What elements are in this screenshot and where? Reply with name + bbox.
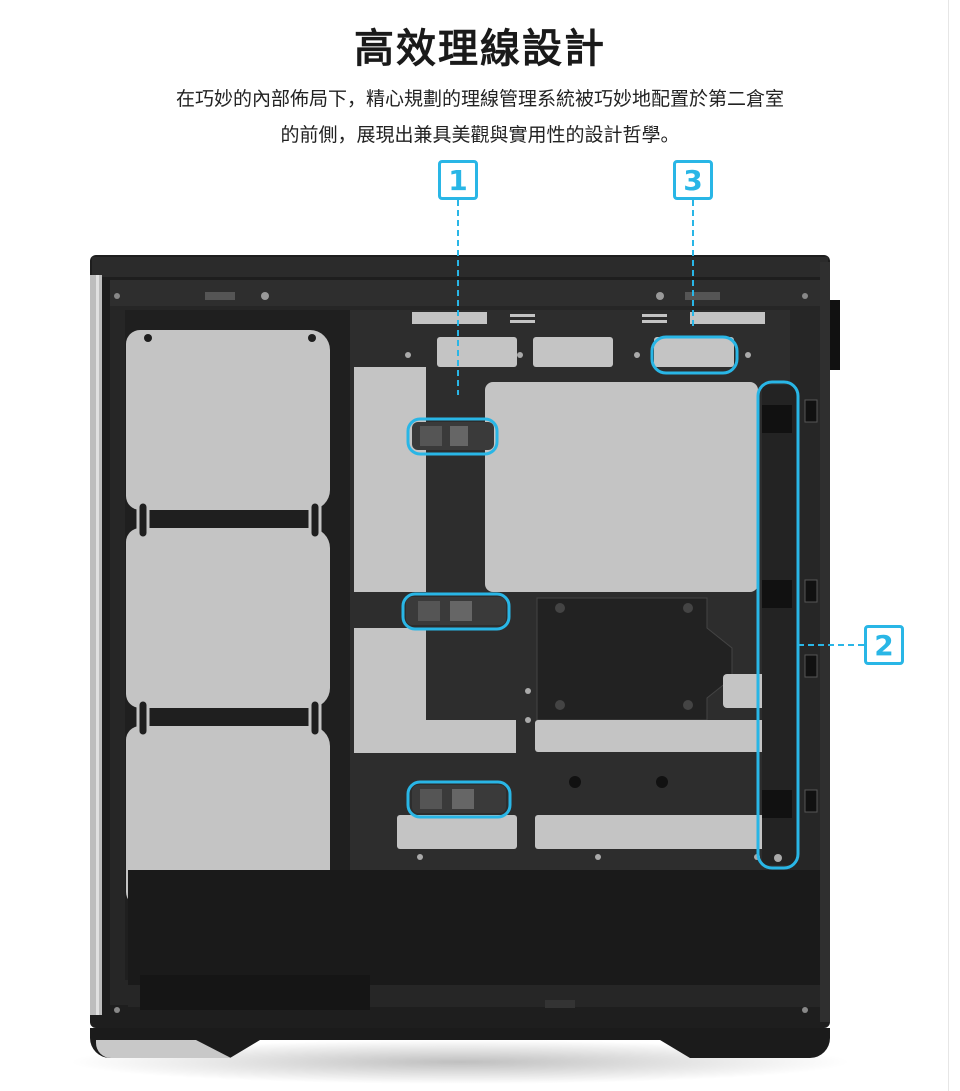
callout-1-badge: 1 [438,160,478,200]
psu-shroud [90,870,830,1058]
callout-highlights [401,335,800,870]
page-title: 高效理線設計 [354,26,606,72]
page-divider [948,0,949,1091]
description-line-2: 的前側，展現出兼具美觀與實用性的設計哲學。 [280,124,680,146]
callout-leaders [457,200,864,646]
fan-mount-area [125,310,350,980]
floor-shadow [70,1040,850,1084]
callout-3-badge: 3 [673,160,713,200]
motherboard-tray [350,310,790,870]
cable-straps [406,422,506,813]
front-cable-channel [762,385,818,865]
pc-case-diagram [70,200,864,1084]
callout-2-badge: 2 [864,625,904,665]
description-line-1: 在巧妙的內部佈局下，精心規劃的理線管理系統被巧妙地配置於第二倉室 [175,88,784,110]
